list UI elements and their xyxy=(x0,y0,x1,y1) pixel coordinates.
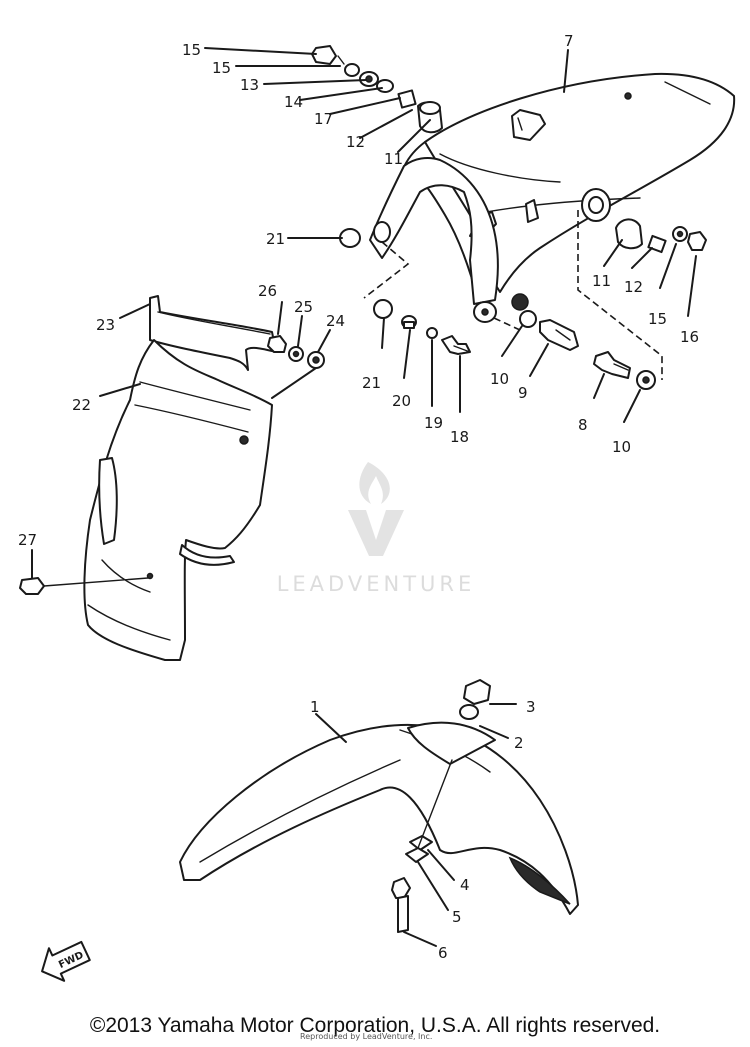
callout-24: 24 xyxy=(326,312,345,330)
callout-14: 14 xyxy=(284,93,303,111)
callout-20: 20 xyxy=(392,392,411,410)
front-fender xyxy=(179,721,579,915)
callout-6: 6 xyxy=(438,944,448,962)
callout-11-right: 11 xyxy=(592,272,611,290)
callout-3: 3 xyxy=(526,698,536,716)
copyright-notice: ©2013 Yamaha Motor Corporation, U.S.A. A… xyxy=(89,1014,661,1037)
callout-9: 9 xyxy=(518,384,528,402)
callout-10-left: 10 xyxy=(490,370,509,388)
watermark-text: LEADVENTURE xyxy=(277,572,476,596)
callout-11-top: 11 xyxy=(384,150,403,168)
callout-4: 4 xyxy=(460,876,470,894)
leadventure-watermark: LEADVENTURE xyxy=(277,462,476,596)
callout-25: 25 xyxy=(294,298,313,316)
hardware-right xyxy=(615,218,707,254)
hardware-front xyxy=(391,679,491,933)
callout-21-upper: 21 xyxy=(266,230,285,248)
grommet-11-upper xyxy=(311,45,443,134)
callout-17: 17 xyxy=(314,110,333,128)
inner-fender xyxy=(83,295,277,661)
callout-15-top: 15 xyxy=(212,59,231,77)
callout-12-right: 12 xyxy=(624,278,643,296)
callout-5: 5 xyxy=(452,908,462,926)
callout-10-right: 10 xyxy=(612,438,631,456)
callout-22: 22 xyxy=(72,396,91,414)
callout-19: 19 xyxy=(424,414,443,432)
callout-13: 13 xyxy=(240,76,259,94)
callout-18: 18 xyxy=(450,428,469,446)
callout-16-top: 15 xyxy=(182,41,201,59)
callout-2: 2 xyxy=(514,734,524,752)
callout-26: 26 xyxy=(258,282,277,300)
reproduced-notice: Reproduced by LeadVenture, Inc. xyxy=(300,1032,433,1041)
leader-lines xyxy=(31,47,697,947)
alignment-lines xyxy=(363,210,663,380)
callout-23: 23 xyxy=(96,316,115,334)
callout-12-top: 12 xyxy=(346,133,365,151)
callout-8: 8 xyxy=(578,416,588,434)
callout-15-right: 15 xyxy=(648,310,667,328)
callout-7: 7 xyxy=(564,32,574,50)
fwd-arrow: FWD xyxy=(41,940,91,982)
fender-stay xyxy=(369,157,611,323)
callout-16-right: 16 xyxy=(680,328,699,346)
callout-21-lower: 21 xyxy=(362,374,381,392)
callout-labels: 15 15 13 14 17 12 11 7 21 11 12 15 16 21… xyxy=(18,32,699,962)
callout-1: 1 xyxy=(310,698,320,716)
callout-27: 27 xyxy=(18,531,37,549)
